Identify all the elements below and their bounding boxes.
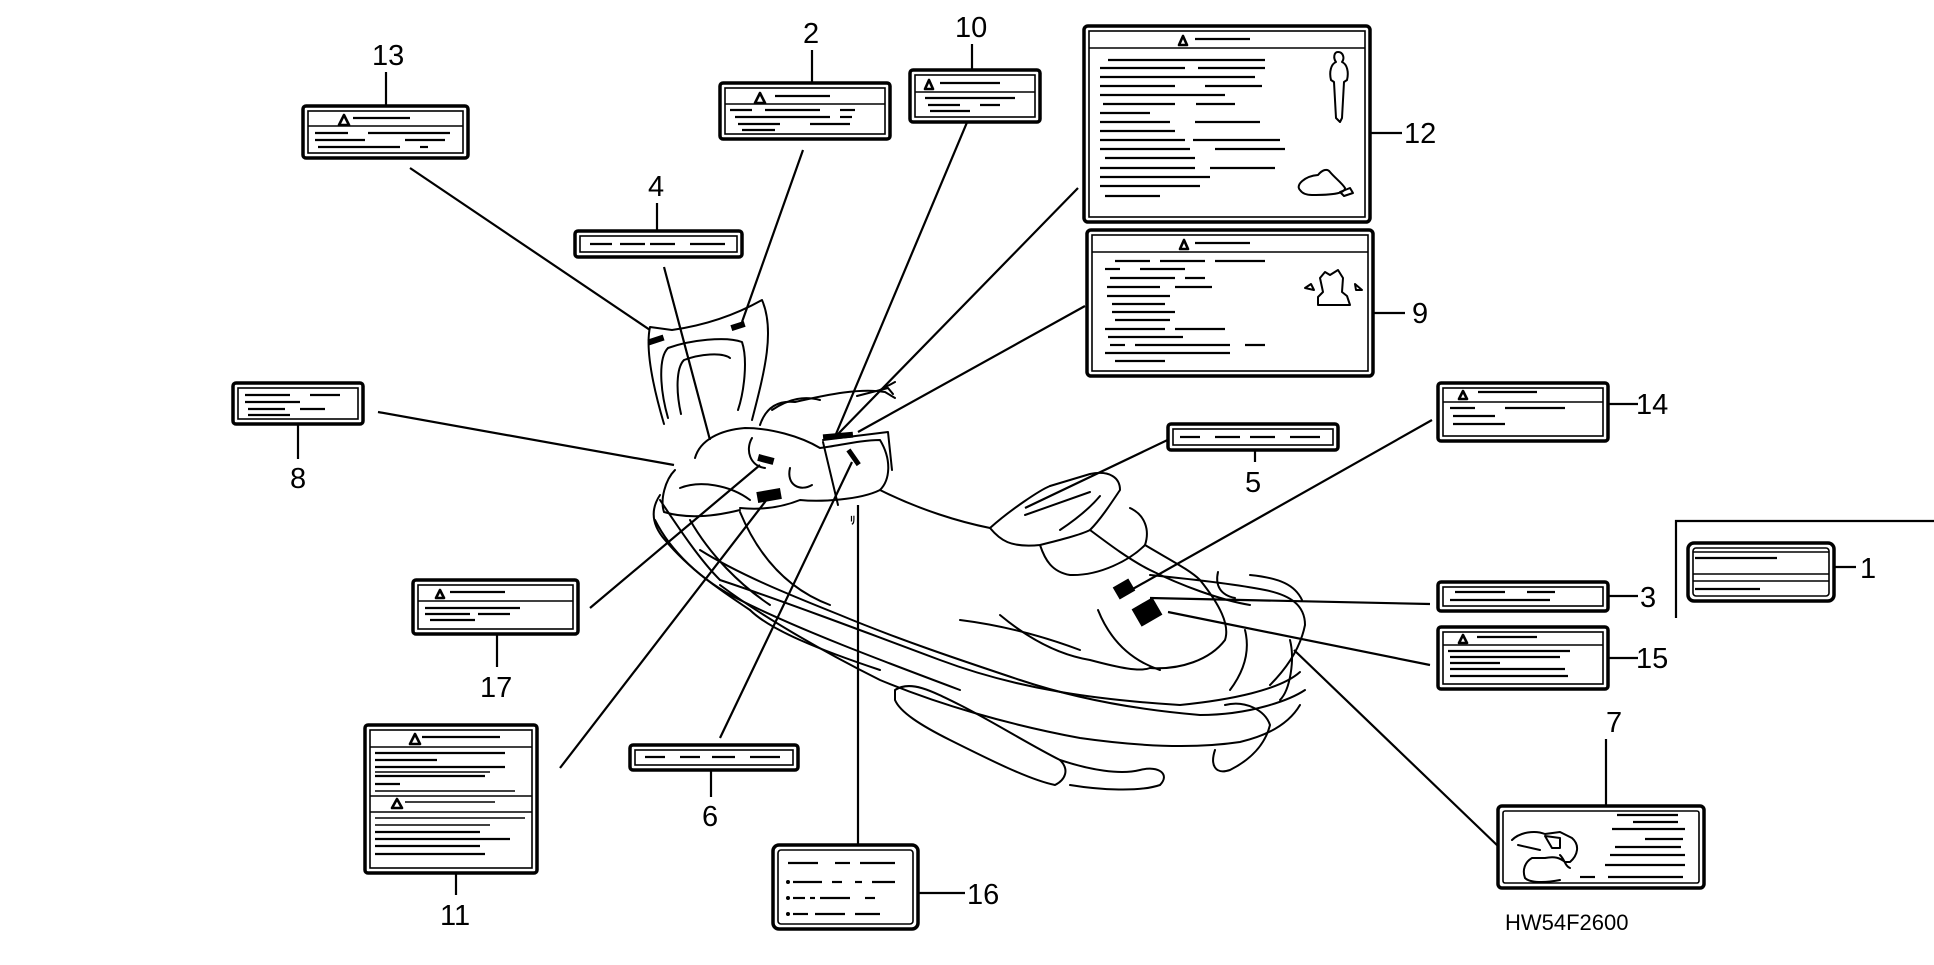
callout-number-7: 7 (1606, 707, 1622, 739)
leader-lines (377, 119, 1501, 849)
warning-triangle-icon (434, 588, 446, 600)
callout-number-13: 13 (372, 40, 404, 72)
callout-number-4: 4 (648, 171, 664, 203)
inset-bracket (1674, 519, 1934, 618)
watercraft-pictogram-icon (1297, 168, 1354, 197)
label-3[interactable]: 3 (1436, 580, 1656, 614)
drawing-code: HW54F2600 (1505, 910, 1629, 935)
decal-marker-17 (757, 454, 775, 465)
callout-number-2: 2 (803, 18, 819, 50)
label-9[interactable]: 9 (1085, 228, 1428, 378)
label-10[interactable]: 10 (908, 12, 1042, 124)
decal-marker-2 (730, 320, 746, 332)
label-5[interactable]: 5 (1166, 422, 1340, 499)
label-14[interactable]: 14 (1436, 381, 1668, 443)
label-13[interactable]: 13 (301, 40, 470, 160)
decal-marker-6 (846, 448, 861, 467)
warning-triangle-icon (923, 78, 935, 91)
decal-marker-15 (1131, 597, 1163, 627)
hull-logo-mark: ﾘ (850, 515, 856, 527)
label-12-text-lines (1100, 58, 1285, 198)
rider-head-icon (1304, 269, 1363, 306)
warning-triangle-icon (337, 113, 351, 127)
warning-triangle-icon (1457, 389, 1469, 401)
warning-triangle-icon (408, 732, 422, 746)
decal-marker-14 (1112, 578, 1136, 600)
label-6[interactable]: 6 (628, 743, 800, 833)
warning-triangle-icon (1178, 238, 1190, 251)
callout-number-6: 6 (702, 801, 718, 833)
engine-icon (1511, 831, 1578, 884)
label-11[interactable]: 11 (363, 723, 539, 932)
label-9-text-lines (1105, 259, 1265, 363)
label-8[interactable]: 8 (231, 381, 365, 495)
callout-number-14: 14 (1636, 389, 1668, 421)
label-1-inset[interactable]: 1 (1674, 519, 1934, 618)
warning-triangle-icon (1177, 34, 1189, 47)
callout-number-10: 10 (955, 12, 987, 44)
callout-number-15: 15 (1636, 643, 1668, 675)
callout-number-17: 17 (480, 672, 512, 704)
callout-number-11: 11 (440, 900, 470, 932)
label-4[interactable]: 4 (573, 171, 744, 259)
callout-number-16: 16 (967, 879, 999, 911)
warning-triangle-icon (1457, 633, 1469, 645)
callout-number-8: 8 (290, 463, 306, 495)
warning-triangle-icon (753, 91, 767, 105)
label-2[interactable]: 2 (718, 18, 892, 141)
decal-markers (647, 320, 1163, 627)
callout-number-9: 9 (1412, 298, 1428, 330)
callout-number-3: 3 (1640, 582, 1656, 614)
decal-marker-13 (647, 334, 665, 346)
label-16[interactable]: 16 (771, 843, 999, 931)
callout-number-1: 1 (1860, 553, 1876, 585)
warning-triangle-icon-2 (390, 797, 404, 810)
callout-number-5: 5 (1245, 467, 1261, 499)
label-15[interactable]: 15 (1436, 625, 1668, 691)
decal-marker-11 (756, 487, 782, 503)
label-7[interactable]: 7 (1496, 707, 1706, 890)
label-17[interactable]: 17 (411, 578, 580, 704)
rider-figure-icon (1329, 51, 1349, 123)
callout-number-12: 12 (1404, 118, 1436, 150)
label-12[interactable]: 12 (1082, 24, 1436, 224)
decal-marker-10 (822, 431, 854, 441)
